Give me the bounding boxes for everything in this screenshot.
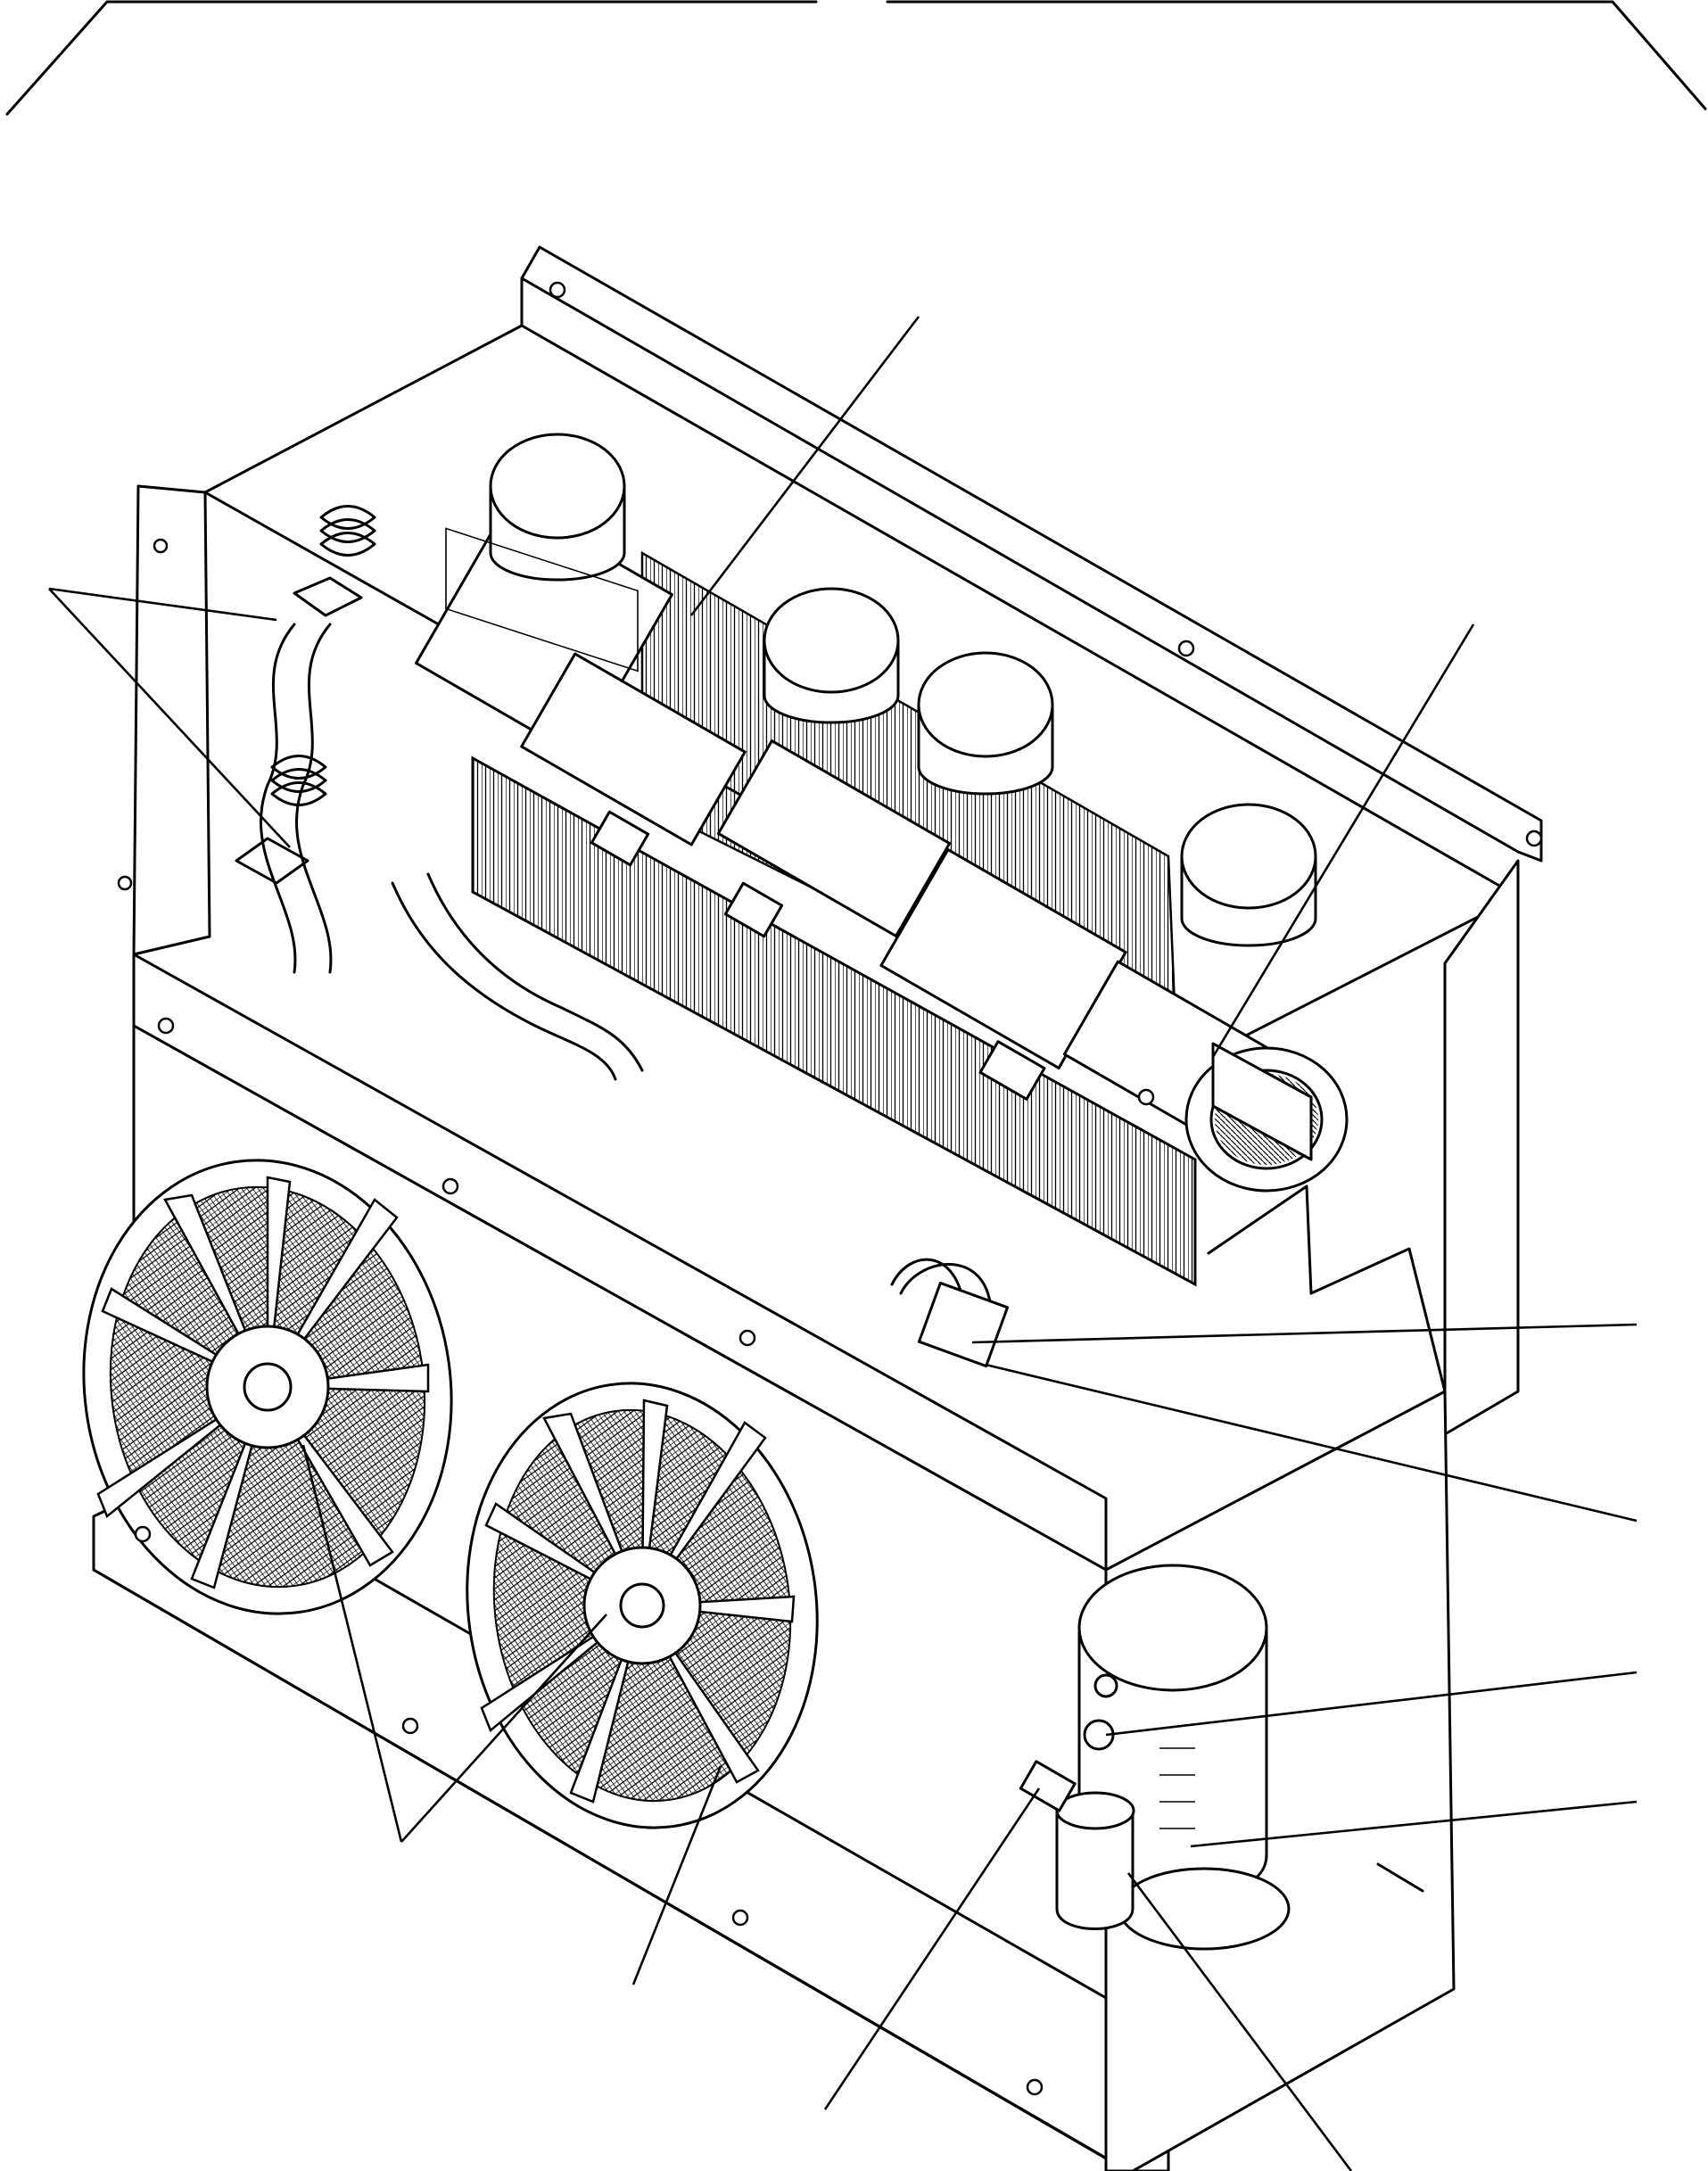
- expansion-valves: [235, 505, 376, 885]
- condenser-fan-left: [82, 1159, 453, 1615]
- blower-outlet: [489, 433, 1317, 947]
- leader-harness-connector-upper: [971, 1323, 1638, 1344]
- leader-compressor: [1190, 1800, 1638, 1848]
- leader-lines: [48, 316, 1638, 2171]
- leader-receiver-drier: [1126, 1872, 1353, 2171]
- condenser-fan-right: [466, 1382, 819, 1829]
- mounting-holes: [117, 281, 1543, 2096]
- refrigerant-hoses: [259, 623, 644, 1081]
- leader-evaporator-coil: [689, 316, 920, 616]
- leader-service-valve: [823, 1787, 1041, 2110]
- leader-blower-motor: [1211, 623, 1475, 1058]
- page-frame: [5, 0, 1707, 116]
- wiring-harness-connectors: [590, 810, 1046, 1368]
- blower-motor-assembly: [415, 433, 1349, 1193]
- leader-condenser-fan-right: [400, 1614, 607, 1843]
- leader-pressure-switch: [1105, 1671, 1638, 1737]
- leader-expansion-valve-upper: [48, 587, 277, 622]
- leader-harness-connector-lower: [985, 1363, 1638, 1523]
- leader-expansion-valve-lower: [48, 588, 291, 848]
- leader-condenser-coil: [631, 1765, 722, 1985]
- service-valve: [1019, 1760, 1077, 1812]
- receiver-drier: [1055, 1791, 1135, 1930]
- pressure-switch: [1083, 1673, 1118, 1751]
- leader-condenser-fan-left: [301, 1444, 403, 1843]
- compressor: [1077, 1564, 1291, 1951]
